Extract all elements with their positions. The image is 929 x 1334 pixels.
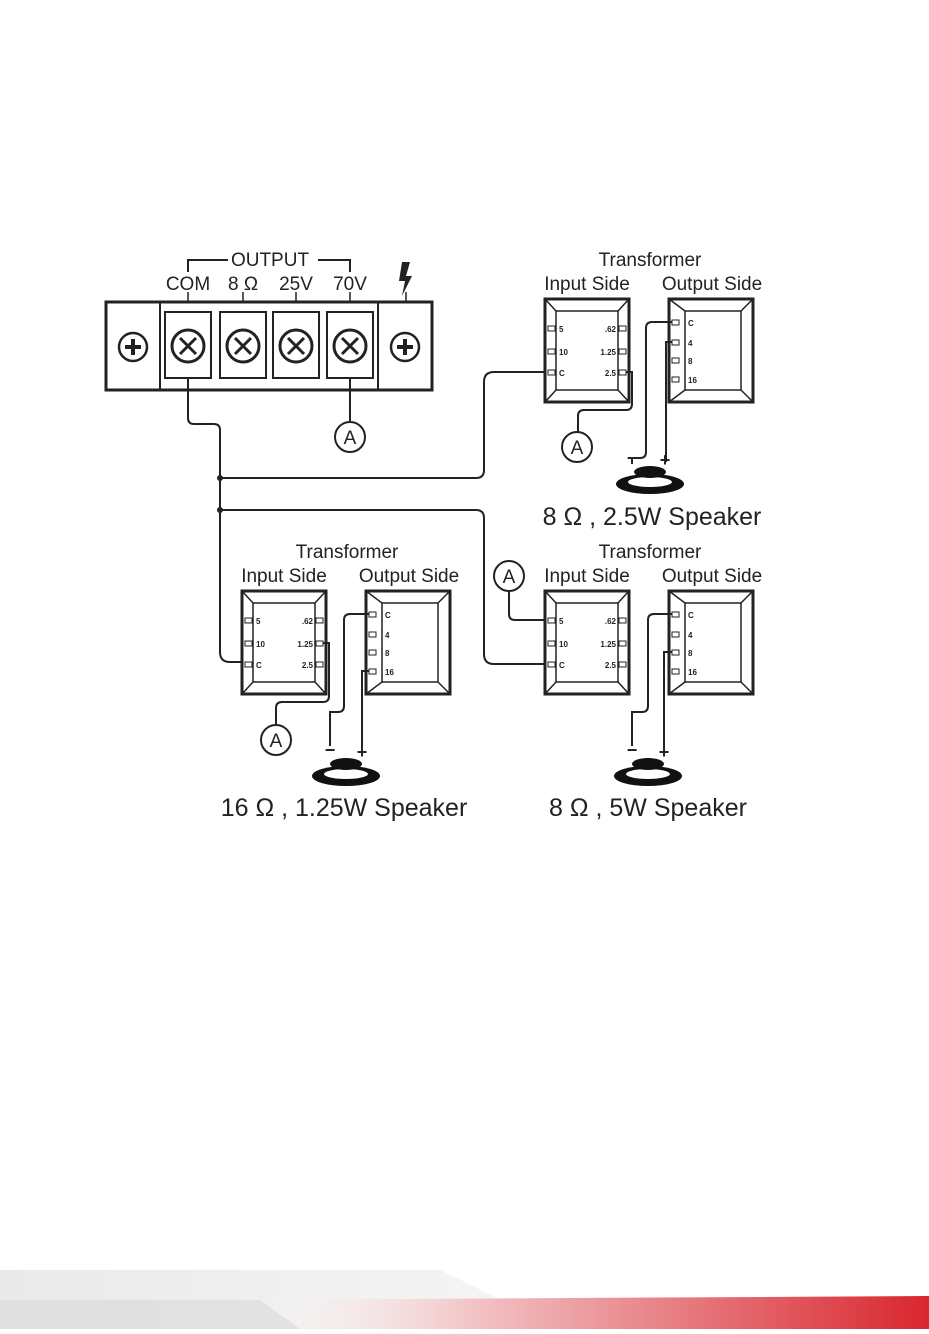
tap-5-wire bbox=[509, 591, 548, 620]
transformer-top-right: Transformer Input Side Output Side 5 10 … bbox=[543, 250, 763, 531]
svg-text:2.5: 2.5 bbox=[302, 661, 314, 670]
svg-text:A: A bbox=[344, 428, 357, 449]
svg-text:C: C bbox=[688, 319, 694, 328]
svg-text:C: C bbox=[385, 611, 391, 620]
terminal-block: OUTPUT COM 8 Ω 25V 70V bbox=[106, 250, 432, 390]
svg-text:C: C bbox=[256, 661, 262, 670]
svg-text:1.25: 1.25 bbox=[600, 640, 616, 649]
transformer-title: Transformer bbox=[296, 542, 399, 563]
svg-text:10: 10 bbox=[559, 348, 568, 357]
svg-text:8: 8 bbox=[688, 649, 693, 658]
output-side-label: Output Side bbox=[662, 566, 762, 587]
svg-text:.62: .62 bbox=[605, 325, 617, 334]
output-group-label: OUTPUT bbox=[231, 250, 310, 271]
terminal-screw-8ohm bbox=[220, 312, 266, 378]
svg-text:8: 8 bbox=[385, 649, 390, 658]
input-coil bbox=[242, 591, 326, 694]
svg-text:+: + bbox=[660, 450, 671, 470]
svg-text:1.25: 1.25 bbox=[297, 640, 313, 649]
svg-text:C: C bbox=[559, 369, 565, 378]
output-side-label: Output Side bbox=[662, 274, 762, 295]
speaker-label-top-right: 8 Ω , 2.5W Speaker bbox=[543, 503, 762, 531]
speaker-icon bbox=[616, 466, 684, 494]
transformer-bottom-right: Transformer Input Side Output Side A 5 1… bbox=[494, 542, 762, 822]
terminal-label-70v: 70V bbox=[333, 274, 367, 295]
svg-text:−: − bbox=[627, 740, 638, 760]
speaker-label-bottom-left: 16 Ω , 1.25W Speaker bbox=[221, 794, 468, 822]
svg-text:A: A bbox=[503, 567, 516, 588]
svg-text:16: 16 bbox=[385, 668, 394, 677]
terminal-screw-70v bbox=[327, 312, 373, 378]
terminal-label-com: COM bbox=[166, 274, 210, 295]
svg-text:A: A bbox=[571, 438, 584, 459]
terminal-label-25v: 25V bbox=[279, 274, 313, 295]
svg-text:16: 16 bbox=[688, 376, 697, 385]
svg-text:C: C bbox=[559, 661, 565, 670]
footer-band bbox=[0, 1270, 929, 1329]
svg-text:+: + bbox=[357, 742, 368, 762]
svg-text:8: 8 bbox=[688, 357, 693, 366]
terminal-screw-25v bbox=[273, 312, 319, 378]
end-screw-left bbox=[119, 333, 147, 361]
svg-text:5: 5 bbox=[559, 325, 564, 334]
svg-text:.62: .62 bbox=[605, 617, 617, 626]
end-screw-right bbox=[391, 333, 419, 361]
output-side-label: Output Side bbox=[359, 566, 459, 587]
transformer-bottom-left: Transformer Input Side Output Side 5 10 … bbox=[221, 542, 468, 822]
svg-text:16: 16 bbox=[688, 668, 697, 677]
speaker-icon bbox=[312, 758, 380, 786]
svg-text:4: 4 bbox=[688, 631, 693, 640]
input-side-label: Input Side bbox=[544, 566, 630, 587]
svg-text:−: − bbox=[325, 740, 336, 760]
svg-text:−: − bbox=[627, 448, 638, 468]
svg-text:2.5: 2.5 bbox=[605, 369, 617, 378]
marker-a-bottom-left: A bbox=[261, 725, 291, 755]
svg-text:4: 4 bbox=[385, 631, 390, 640]
speaker-minus-wire bbox=[632, 614, 672, 746]
svg-text:+: + bbox=[659, 742, 670, 762]
input-coil bbox=[545, 299, 629, 402]
svg-text:.62: .62 bbox=[302, 617, 314, 626]
svg-text:4: 4 bbox=[688, 339, 693, 348]
speaker-minus-wire bbox=[330, 614, 369, 746]
speaker-label-bottom-right: 8 Ω , 5W Speaker bbox=[549, 794, 747, 822]
transformer-title: Transformer bbox=[599, 250, 702, 271]
input-side-label: Input Side bbox=[241, 566, 327, 587]
svg-text:2.5: 2.5 bbox=[605, 661, 617, 670]
svg-text:C: C bbox=[688, 611, 694, 620]
marker-a-bottom-right: A bbox=[494, 561, 524, 591]
input-coil bbox=[545, 591, 629, 694]
svg-text:10: 10 bbox=[559, 640, 568, 649]
svg-text:10: 10 bbox=[256, 640, 265, 649]
transformer-title: Transformer bbox=[599, 542, 702, 563]
svg-text:A: A bbox=[270, 731, 283, 752]
terminal-screw-com bbox=[165, 312, 211, 378]
input-side-label: Input Side bbox=[544, 274, 630, 295]
marker-a-70v: A bbox=[335, 422, 365, 452]
svg-text:5: 5 bbox=[559, 617, 564, 626]
svg-text:5: 5 bbox=[256, 617, 261, 626]
marker-a-top-right: A bbox=[562, 432, 592, 462]
terminal-label-8ohm: 8 Ω bbox=[228, 274, 258, 295]
terminal-block-body bbox=[106, 302, 432, 390]
speaker-icon bbox=[614, 758, 682, 786]
svg-text:1.25: 1.25 bbox=[600, 348, 616, 357]
lightning-bolt-icon bbox=[399, 262, 412, 296]
